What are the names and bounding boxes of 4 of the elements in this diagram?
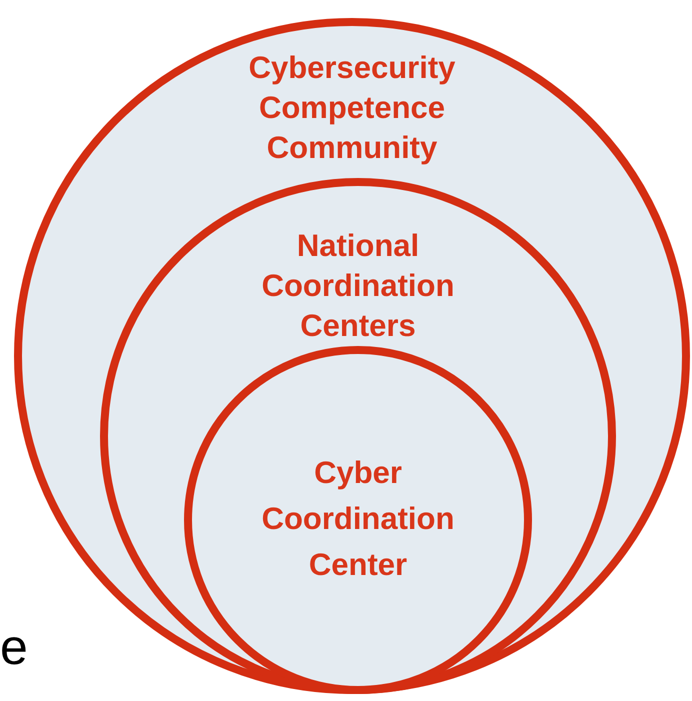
circle-title: National Coordination Centers — [260, 227, 456, 345]
circle-title: Cybersecurity Competence Community — [248, 49, 456, 167]
circle-title: Cyber Coordination Center — [260, 454, 456, 584]
text-fragment: e — [0, 618, 28, 676]
